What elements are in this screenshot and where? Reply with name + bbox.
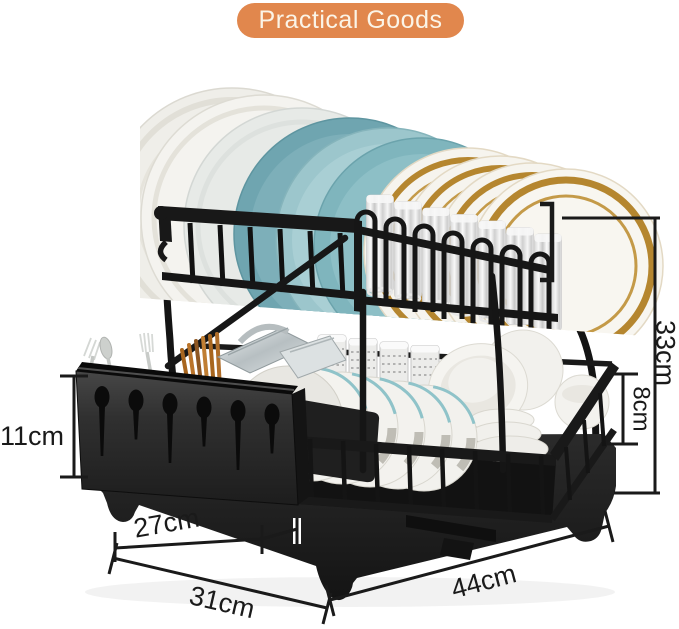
dimension-holder-height: 11cm: [0, 374, 88, 479]
dimension-label-27cm: 27cm: [131, 503, 201, 544]
drinking-glass: [366, 194, 394, 298]
top-tier-frame: [154, 206, 362, 312]
ground-shadow: [85, 577, 615, 607]
metal-sharpener: [216, 323, 347, 379]
inner-legs: [359, 272, 507, 474]
dimension-label-8cm: 8cm: [628, 386, 655, 431]
drain-spout-handle: [406, 515, 496, 560]
top-tier: [140, 87, 664, 338]
cutlery-holder: [75, 362, 310, 506]
small-glass: [379, 341, 409, 385]
small-glass: [410, 345, 440, 388]
badge-label: Practical Goods: [258, 6, 443, 34]
dimension-label-11cm: 11cm: [0, 421, 64, 451]
badge-pill: Practical Goods: [237, 3, 464, 38]
spoon-cutouts: [94, 386, 280, 470]
dimension-basket-height: 8cm: [608, 372, 655, 446]
dimension-label-33cm: 33cm: [651, 320, 679, 386]
utensils: [83, 234, 349, 408]
dimension-total-height: 33cm: [562, 216, 679, 495]
cup-rack-frame: [354, 201, 558, 336]
